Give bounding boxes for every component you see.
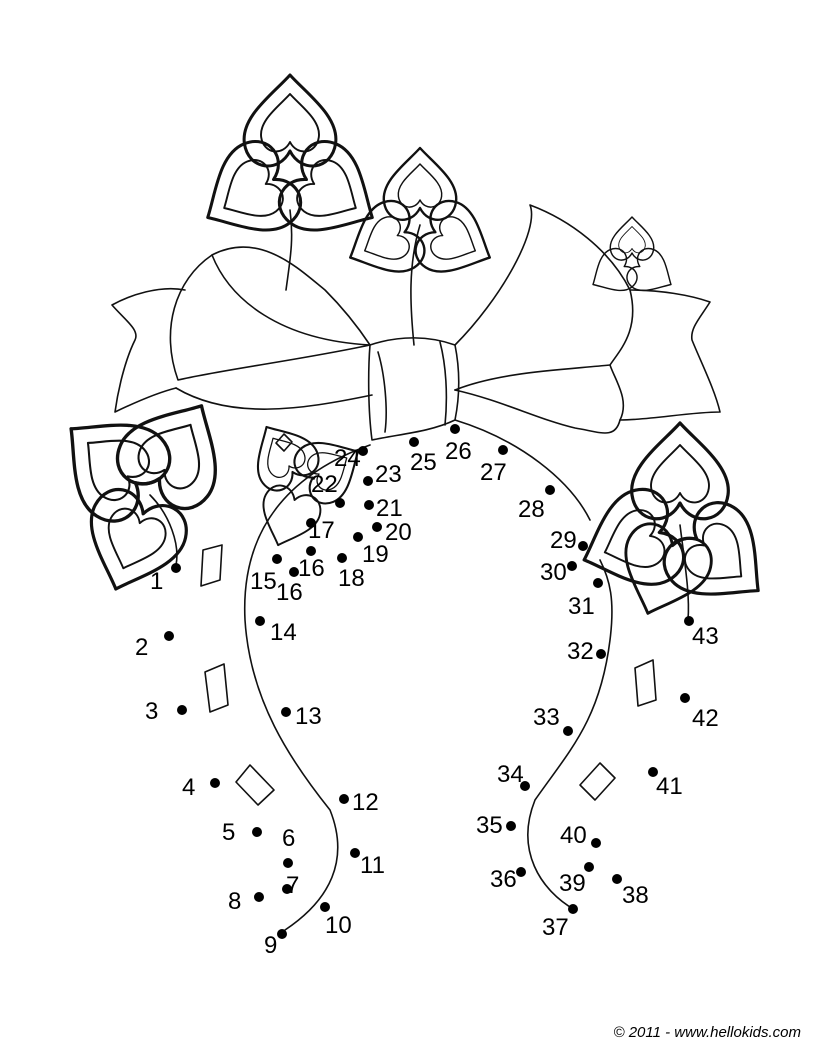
dot-number-label: 25 bbox=[410, 449, 437, 476]
dot-number-label: 38 bbox=[622, 882, 649, 909]
dot-number-label: 35 bbox=[476, 812, 503, 839]
dot-number-label: 43 bbox=[692, 623, 719, 650]
dot-number-label: 26 bbox=[445, 438, 472, 465]
dot-41 bbox=[591, 838, 601, 848]
dot-24 bbox=[363, 476, 373, 486]
dot-number-label: 13 bbox=[295, 703, 322, 730]
dot-number-label: 22 bbox=[311, 471, 338, 498]
dot-number-label: 9 bbox=[264, 932, 277, 959]
dot-7 bbox=[282, 884, 292, 894]
dot-40 bbox=[584, 862, 594, 872]
dot-8 bbox=[254, 892, 264, 902]
shamrock-left bbox=[36, 378, 248, 608]
dot-9 bbox=[277, 929, 287, 939]
dot-31 bbox=[567, 561, 577, 571]
dot-5 bbox=[252, 827, 262, 837]
dot-number-label: 1 bbox=[150, 568, 163, 595]
dot-22 bbox=[364, 500, 374, 510]
dot-37 bbox=[516, 867, 526, 877]
dot-number-label: 32 bbox=[567, 638, 594, 665]
dot-number-label: 8 bbox=[228, 888, 241, 915]
copyright-credit: © 2011 - www.hellokids.com bbox=[613, 1024, 801, 1041]
dot-number-label: 34 bbox=[497, 761, 524, 788]
dot-number-label: 2 bbox=[135, 634, 148, 661]
dot-number-label: 6 bbox=[282, 825, 295, 852]
dot-33 bbox=[596, 649, 606, 659]
dot-number-label: 31 bbox=[568, 593, 595, 620]
dot-number-label: 16 bbox=[276, 579, 303, 606]
dot-number-label: 18 bbox=[338, 565, 365, 592]
dot-number-label: 11 bbox=[360, 852, 385, 879]
dot-10 bbox=[320, 902, 330, 912]
dot-number-label: 24 bbox=[334, 445, 361, 472]
dot-15 bbox=[272, 554, 282, 564]
dot-number-label: 42 bbox=[692, 705, 719, 732]
dot-number-label: 10 bbox=[325, 912, 352, 939]
dot-34 bbox=[563, 726, 573, 736]
dot-6 bbox=[283, 858, 293, 868]
dot-number-label: 36 bbox=[490, 866, 517, 893]
dot-35 bbox=[520, 781, 530, 791]
dot-13 bbox=[281, 707, 291, 717]
dot-number-label: 14 bbox=[270, 619, 297, 646]
dot-18 bbox=[306, 518, 316, 528]
dot-2 bbox=[164, 631, 174, 641]
dot-number-label: 15 bbox=[250, 568, 277, 595]
dot-number-label: 39 bbox=[559, 870, 586, 897]
dot-number-label: 33 bbox=[533, 704, 560, 731]
shamrock-top-left bbox=[183, 73, 397, 291]
dot-1 bbox=[171, 563, 181, 573]
dot-39 bbox=[612, 874, 622, 884]
dot-number-label: 28 bbox=[518, 496, 545, 523]
dot-26 bbox=[409, 437, 419, 447]
dot-21 bbox=[372, 522, 382, 532]
dot-25 bbox=[358, 446, 368, 456]
dot-19 bbox=[337, 553, 347, 563]
dot-23 bbox=[335, 498, 345, 508]
dot-number-label: 12 bbox=[352, 789, 379, 816]
dot-44 bbox=[684, 616, 694, 626]
dot-number-label: 40 bbox=[560, 822, 587, 849]
dot-42 bbox=[648, 767, 658, 777]
shamrock-top-center bbox=[333, 146, 507, 346]
dot-number-label: 5 bbox=[222, 819, 235, 846]
dot-29 bbox=[545, 485, 555, 495]
dot-3 bbox=[177, 705, 187, 715]
dot-20 bbox=[353, 532, 363, 542]
dot-number-label: 41 bbox=[656, 773, 683, 800]
horseshoe bbox=[244, 419, 613, 931]
dot-number-label: 4 bbox=[182, 774, 195, 801]
dot-number-label: 27 bbox=[480, 459, 507, 486]
dot-number-label: 21 bbox=[376, 495, 403, 522]
dot-14 bbox=[255, 616, 265, 626]
dot-number-label: 17 bbox=[308, 517, 335, 544]
dot-36 bbox=[506, 821, 516, 831]
dot-number-label: 20 bbox=[385, 519, 412, 546]
dot-28 bbox=[498, 445, 508, 455]
dot-number-label: 3 bbox=[145, 698, 158, 725]
shamrock-center-left bbox=[238, 410, 375, 557]
dot-27 bbox=[450, 424, 460, 434]
dot-16 bbox=[289, 567, 299, 577]
dot-30 bbox=[578, 541, 588, 551]
dot-38 bbox=[568, 904, 578, 914]
dot-32 bbox=[593, 578, 603, 588]
dot-17 bbox=[306, 546, 316, 556]
dot-11 bbox=[350, 848, 360, 858]
dot-number-label: 7 bbox=[286, 872, 299, 899]
dot-number-label: 30 bbox=[540, 559, 567, 586]
dot-4 bbox=[210, 778, 220, 788]
dot-number-label: 29 bbox=[550, 527, 577, 554]
shamrock-right bbox=[566, 421, 791, 630]
dot-number-label: 37 bbox=[542, 914, 569, 941]
dot-number-label: 19 bbox=[362, 541, 389, 568]
dot-number-label: 16 bbox=[298, 555, 325, 582]
nail-holes bbox=[200, 433, 657, 806]
dot-number-label: 23 bbox=[375, 461, 402, 488]
dot-12 bbox=[339, 794, 349, 804]
dot-43 bbox=[680, 693, 690, 703]
